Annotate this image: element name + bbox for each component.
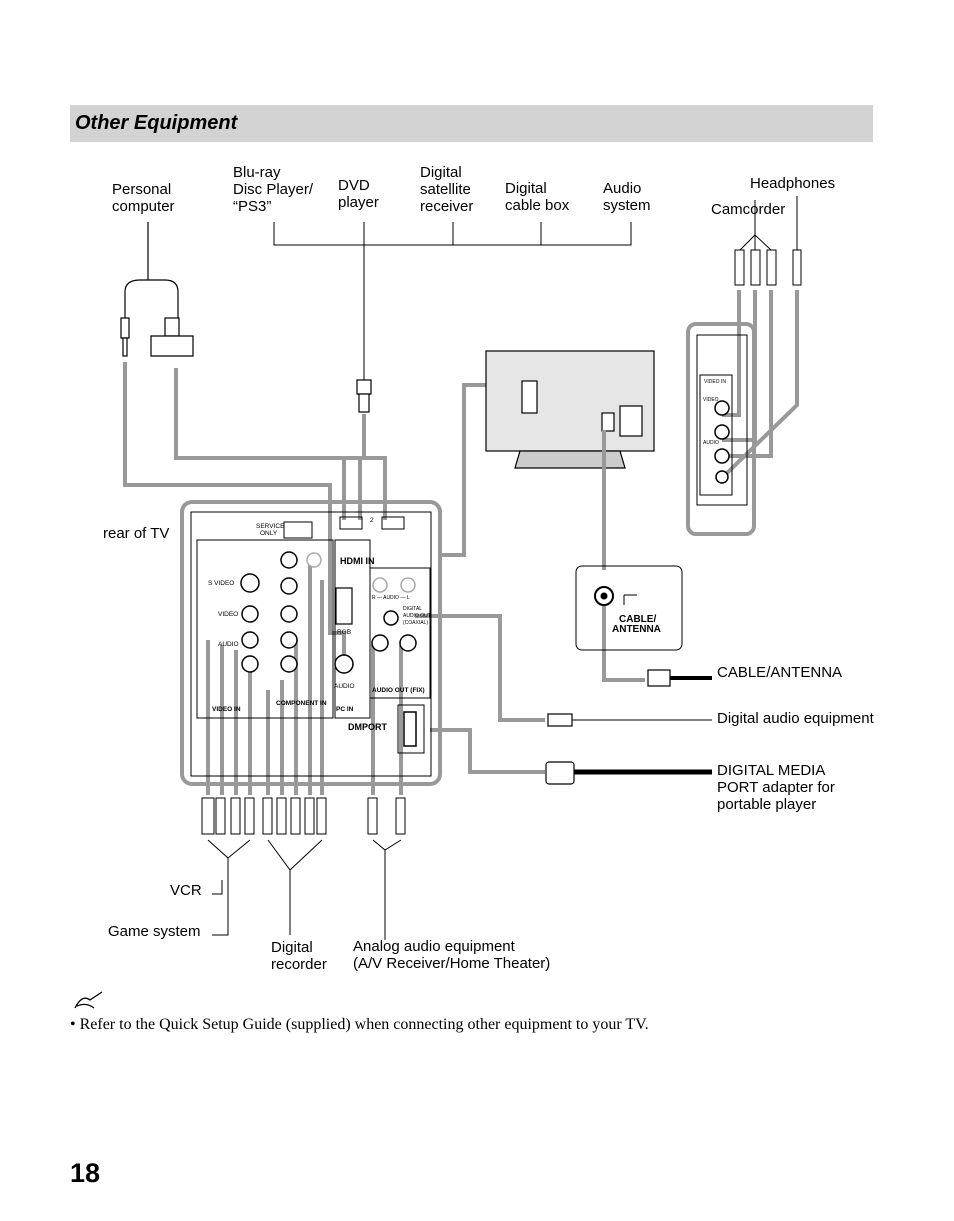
svg-text:VIDEO IN: VIDEO IN bbox=[704, 379, 726, 385]
label-digital-recorder: Digital recorder bbox=[271, 939, 327, 973]
svg-text:AUDIO OUT (FIX): AUDIO OUT (FIX) bbox=[372, 687, 425, 694]
label-dvd: DVD player bbox=[338, 177, 379, 211]
svg-text:DIGITAL: DIGITAL bbox=[403, 606, 422, 612]
label-analog-audio: Analog audio equipment (A/V Receiver/Hom… bbox=[353, 938, 551, 972]
note-text: • Refer to the Quick Setup Guide (suppli… bbox=[70, 1016, 649, 1033]
svg-text:AUDIO: AUDIO bbox=[218, 641, 239, 648]
svg-text:HDMI IN: HDMI IN bbox=[340, 556, 375, 566]
svg-text:RGB: RGB bbox=[337, 629, 351, 636]
tv-rear-icon bbox=[485, 350, 655, 469]
svg-text:ANTENNA: ANTENNA bbox=[612, 624, 661, 635]
label-game-system: Game system bbox=[108, 923, 201, 940]
svg-text:SERVICE: SERVICE bbox=[256, 523, 285, 530]
right-connectors bbox=[545, 669, 712, 785]
label-cable-antenna: CABLE/ANTENNA bbox=[717, 664, 843, 681]
bottom-plugs bbox=[201, 797, 406, 835]
svg-text:(COAXIAL): (COAXIAL) bbox=[403, 620, 428, 626]
label-satellite: Digital satellite receiver bbox=[420, 164, 474, 215]
label-rear-of-tv: rear of TV bbox=[103, 525, 170, 542]
bottom-brackets bbox=[207, 839, 402, 940]
note-pencil-icon bbox=[74, 991, 103, 1009]
svg-text:VIDEO IN: VIDEO IN bbox=[212, 706, 241, 713]
svg-text:AUDIO OUT: AUDIO OUT bbox=[403, 613, 431, 619]
device-bracket bbox=[273, 222, 632, 380]
label-camcorder: Camcorder bbox=[711, 201, 786, 218]
svg-text:AUDIO: AUDIO bbox=[703, 440, 719, 446]
cable-antenna-box: CABLE/ ANTENNA bbox=[575, 430, 683, 651]
svg-text:VIDEO: VIDEO bbox=[703, 397, 719, 403]
label-dmport-adapter: DIGITAL MEDIA PORT adapter for portable … bbox=[717, 762, 835, 813]
svg-text:VIDEO: VIDEO bbox=[218, 611, 238, 618]
pc-cable-icon bbox=[120, 222, 194, 357]
panel-jacks bbox=[240, 551, 417, 674]
label-vcr: VCR bbox=[170, 882, 202, 899]
svg-text:DMPORT: DMPORT bbox=[348, 722, 387, 732]
svg-text:ONLY: ONLY bbox=[260, 530, 278, 537]
label-bluray: Blu-ray Disc Player/ “PS3” bbox=[233, 164, 314, 215]
svg-text:CABLE/: CABLE/ bbox=[619, 614, 656, 625]
label-audio-system: Audio system bbox=[603, 180, 651, 214]
svg-text:PC IN: PC IN bbox=[336, 706, 354, 713]
section-header-bar: Other Equipment bbox=[70, 105, 873, 142]
rear-panel bbox=[180, 500, 442, 786]
label-personal-computer: Personal computer bbox=[112, 181, 175, 215]
hdmi-plug-icon bbox=[356, 379, 372, 413]
svg-text:S VIDEO: S VIDEO bbox=[208, 580, 234, 587]
svg-text:R — AUDIO — L: R — AUDIO — L bbox=[372, 595, 410, 601]
cables bbox=[123, 290, 799, 795]
page-number: 18 bbox=[70, 1158, 101, 1188]
svg-text:COMPONENT IN: COMPONENT IN bbox=[276, 700, 327, 707]
label-headphones: Headphones bbox=[750, 175, 836, 192]
svg-text:AUDIO: AUDIO bbox=[334, 683, 355, 690]
label-cable-box: Digital cable box bbox=[505, 180, 570, 214]
svg-text:2: 2 bbox=[370, 517, 374, 524]
label-digital-audio: Digital audio equipment bbox=[717, 710, 874, 727]
section-title: Other Equipment bbox=[75, 112, 238, 134]
tv-side-panel: VIDEO IN VIDEO AUDIO bbox=[686, 322, 756, 536]
